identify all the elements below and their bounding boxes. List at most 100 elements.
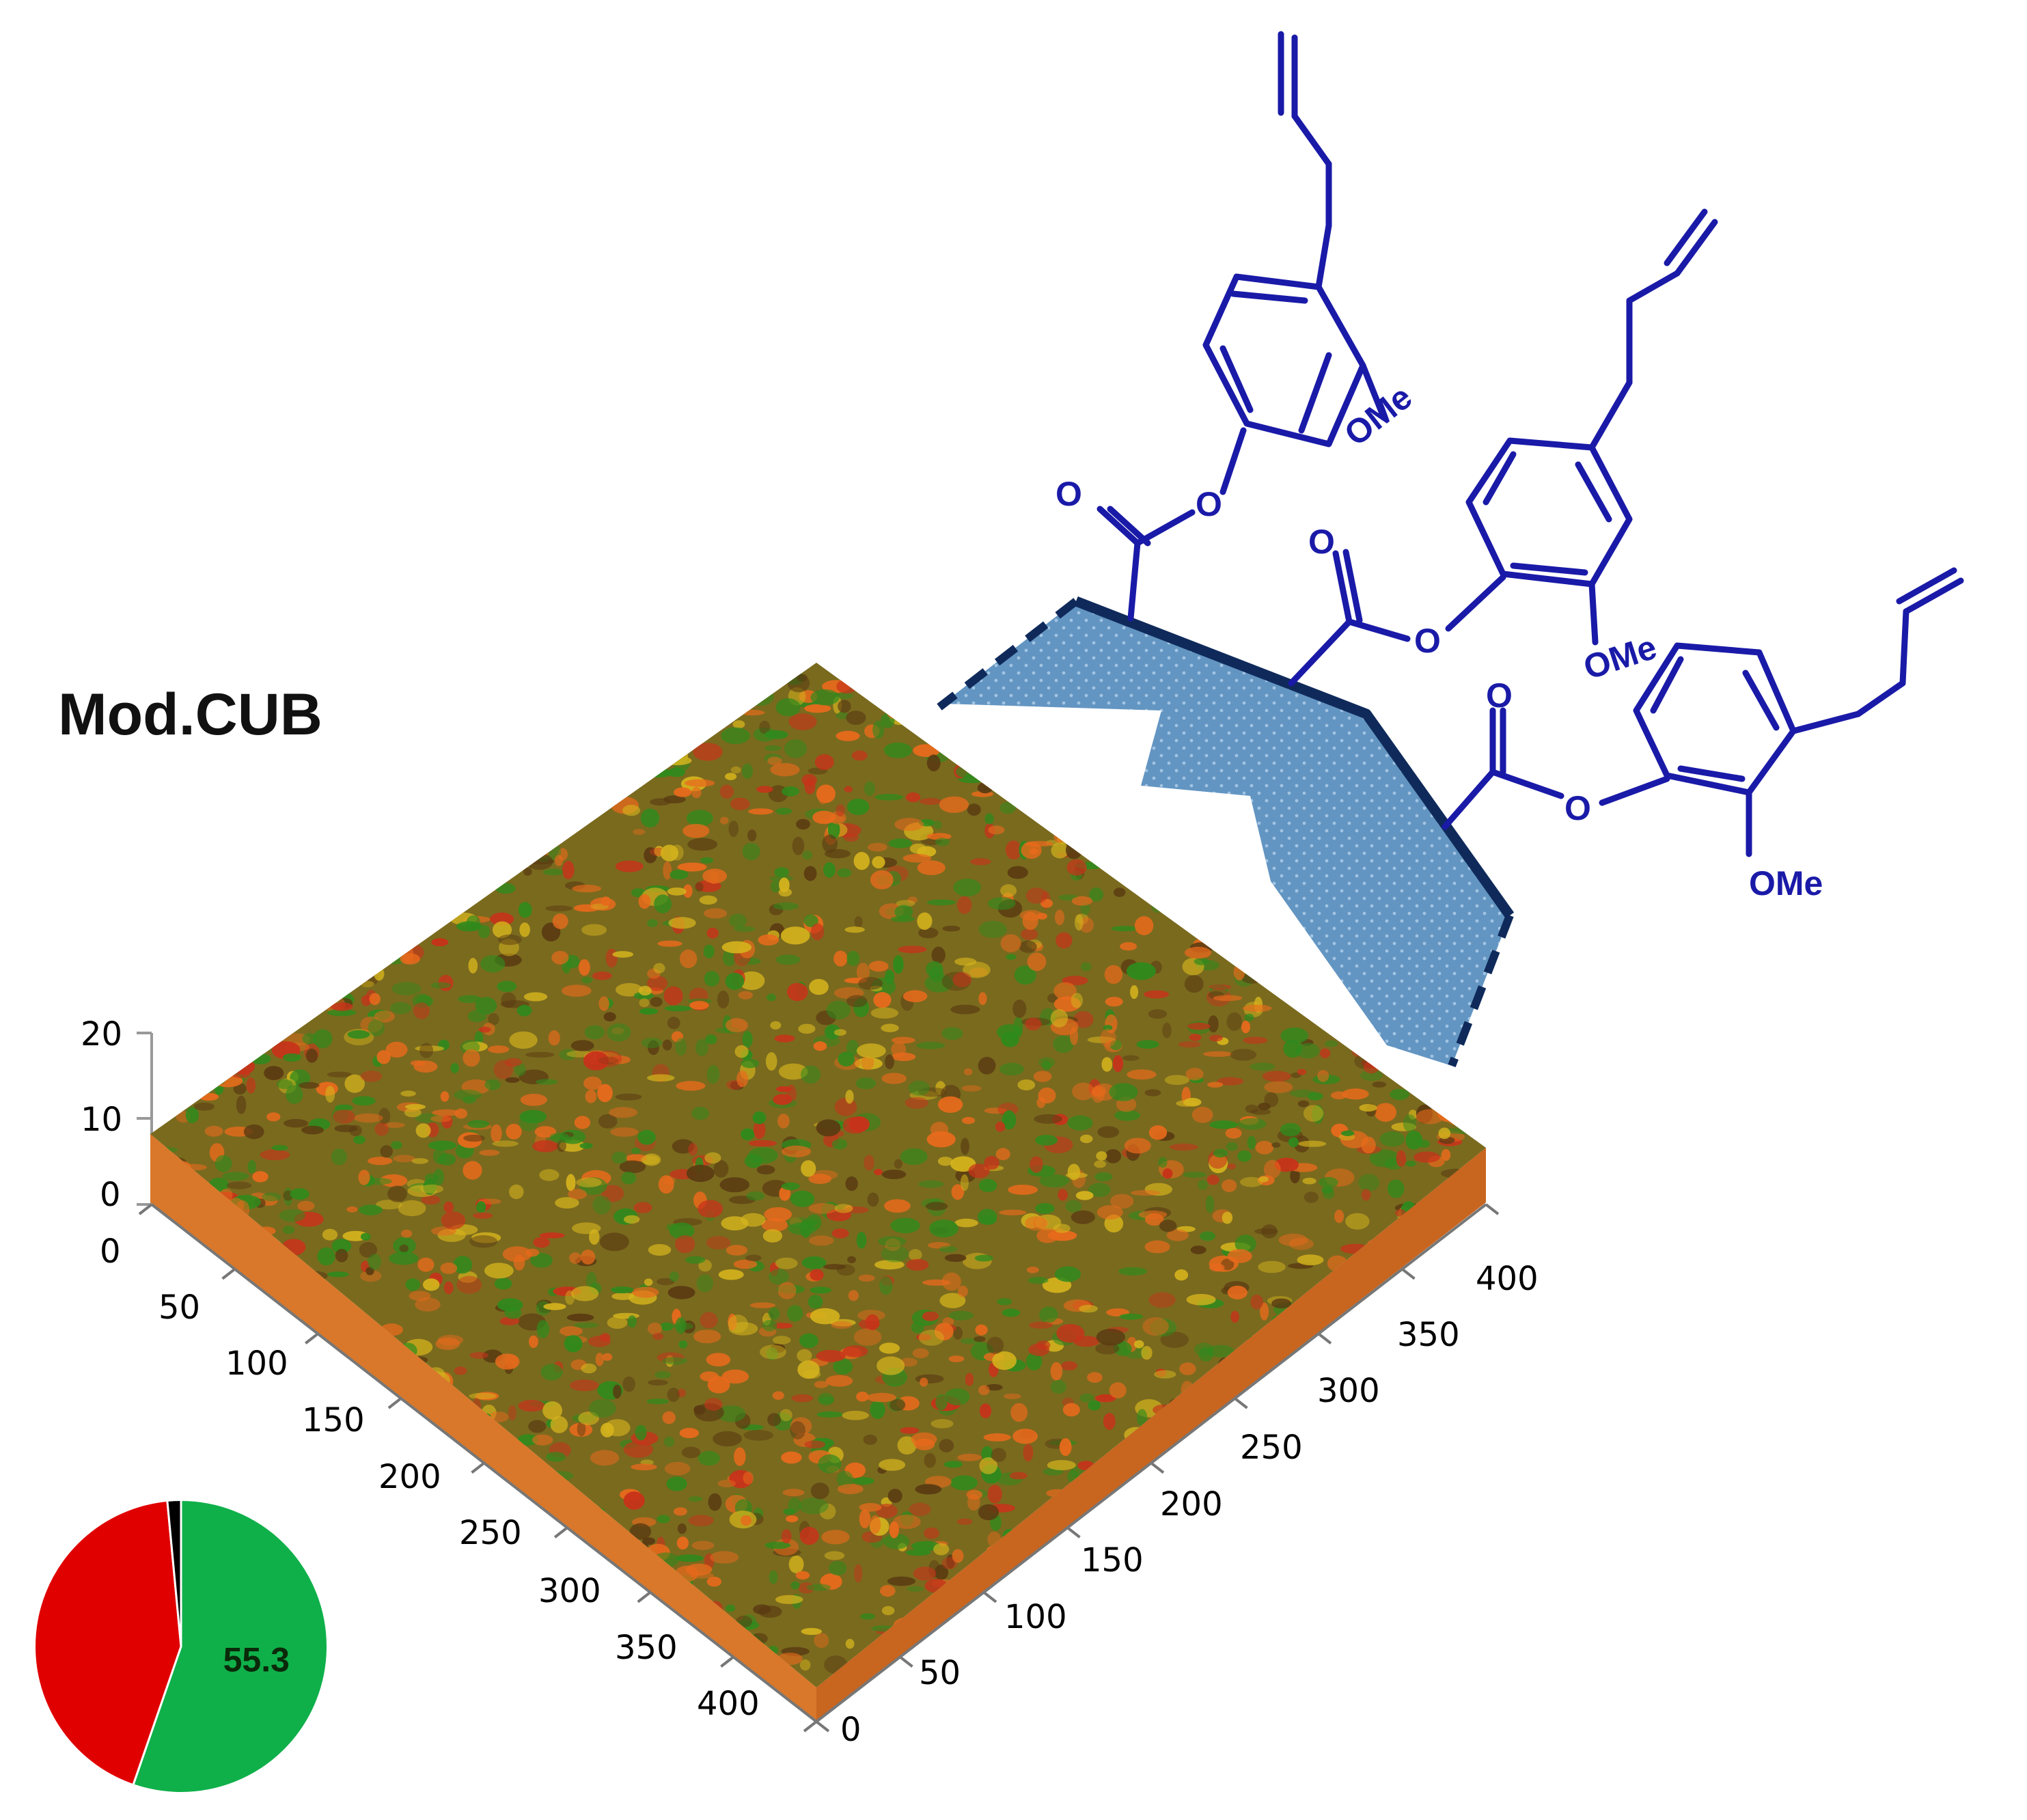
surface-speckle (728, 1314, 748, 1334)
surface-speckle (1251, 1668, 1265, 1674)
surface-speckle (672, 719, 690, 735)
surface-speckle (415, 1123, 431, 1138)
surface-speckle (645, 755, 674, 764)
surface-speckle (1420, 1586, 1437, 1601)
surface-speckle (423, 1278, 440, 1291)
surface-speckle (1169, 1143, 1198, 1151)
surface-speckle (374, 1438, 389, 1452)
surface-speckle (346, 1511, 361, 1523)
surface-speckle (246, 1077, 256, 1094)
surface-speckle (693, 743, 723, 761)
surface-speckle (1088, 1400, 1101, 1411)
backbone-line (1074, 596, 1515, 919)
surface-speckle (275, 1493, 301, 1504)
surface-speckle (153, 1021, 166, 1034)
surface-speckle (1166, 1229, 1189, 1241)
surface-speckle (200, 938, 213, 956)
surface-speckle (847, 1256, 856, 1264)
surface-speckle (391, 1564, 412, 1579)
surface-speckle (952, 1549, 964, 1563)
surface-speckle (344, 1462, 370, 1479)
surface-speckle (1451, 1394, 1474, 1407)
surface-speckle (240, 902, 251, 911)
surface-speckle (469, 1352, 488, 1359)
surface-speckle (170, 938, 197, 946)
surface-speckle (304, 804, 324, 823)
surface-speckle (203, 1314, 228, 1326)
surface-speckle (987, 1336, 1004, 1355)
right-axis-tick-mark (1234, 1397, 1248, 1409)
eugenol-unit-1 (1097, 31, 1387, 622)
surface-speckle (508, 792, 528, 801)
surface-speckle (239, 663, 265, 676)
surface-speckle (1471, 1674, 1486, 1680)
surface-speckle (1327, 1487, 1353, 1497)
surface-speckle (1377, 1625, 1388, 1637)
surface-speckle (633, 829, 646, 835)
surface-speckle (1035, 1135, 1058, 1146)
surface-speckle (443, 1653, 466, 1664)
surface-speckle (746, 687, 774, 706)
surface-speckle (747, 829, 757, 842)
surface-speckle (905, 685, 922, 695)
surface-speckle (1364, 1409, 1375, 1429)
surface-speckle (647, 1322, 663, 1335)
surface-speckle (1064, 1629, 1092, 1636)
surface-speckle (707, 1376, 730, 1394)
surface-speckle (301, 786, 329, 803)
surface-speckle (1096, 1633, 1119, 1640)
surface-speckle (917, 912, 933, 930)
surface-speckle (1444, 722, 1462, 730)
surface-speckle (1319, 1176, 1338, 1188)
surface-speckle (1169, 1636, 1196, 1651)
surface-speckle (173, 976, 195, 989)
surface-speckle (1230, 844, 1248, 854)
surface-speckle (378, 1107, 391, 1125)
surface-speckle (337, 883, 351, 896)
surface-speckle (1182, 825, 1212, 833)
surface-speckle (486, 803, 514, 820)
surface-speckle (577, 1421, 586, 1437)
surface-speckle (978, 1385, 990, 1396)
surface-speckle (1168, 822, 1194, 836)
surface-speckle (372, 924, 382, 939)
surface-speckle (1440, 1660, 1461, 1676)
surface-speckle (685, 1667, 700, 1674)
surface-speckle (695, 1038, 708, 1056)
surface-speckle (644, 768, 674, 777)
surface-speckle (1448, 1679, 1467, 1687)
surface-speckle (207, 840, 230, 858)
surface-speckle (1438, 1127, 1451, 1140)
surface-speckle (1092, 1086, 1107, 1097)
surface-speckle (1228, 1537, 1239, 1547)
surface-speckle (1150, 808, 1168, 821)
surface-speckle (1405, 1454, 1420, 1473)
surface-speckle (345, 777, 361, 795)
surface-speckle (554, 855, 564, 866)
surface-speckle (1286, 1410, 1316, 1424)
surface-speckle (165, 749, 186, 764)
surface-speckle (453, 1256, 473, 1274)
surface-speckle (764, 745, 782, 752)
surface-speckle (1463, 1414, 1480, 1431)
surface-speckle (810, 1269, 824, 1281)
surface-speckle (1390, 1088, 1409, 1101)
surface-speckle (219, 907, 235, 918)
surface-speckle (419, 1633, 428, 1649)
surface-speckle (532, 1631, 556, 1651)
surface-speckle (159, 908, 184, 927)
surface-speckle (1261, 1662, 1277, 1681)
surface-speckle (951, 1184, 965, 1200)
surface-speckle (1134, 1640, 1148, 1648)
surface-speckle (328, 1364, 357, 1378)
surface-speckle (662, 1357, 687, 1365)
surface-speckle (691, 786, 702, 799)
surface-speckle (845, 1090, 854, 1104)
surface-speckle (995, 1148, 1010, 1161)
surface-speckle (1436, 1637, 1458, 1655)
surface-speckle (988, 825, 1005, 835)
surface-speckle (662, 756, 692, 766)
surface-speckle (770, 880, 781, 893)
surface-speckle (1050, 1009, 1068, 1028)
surface-speckle (1309, 1528, 1325, 1547)
